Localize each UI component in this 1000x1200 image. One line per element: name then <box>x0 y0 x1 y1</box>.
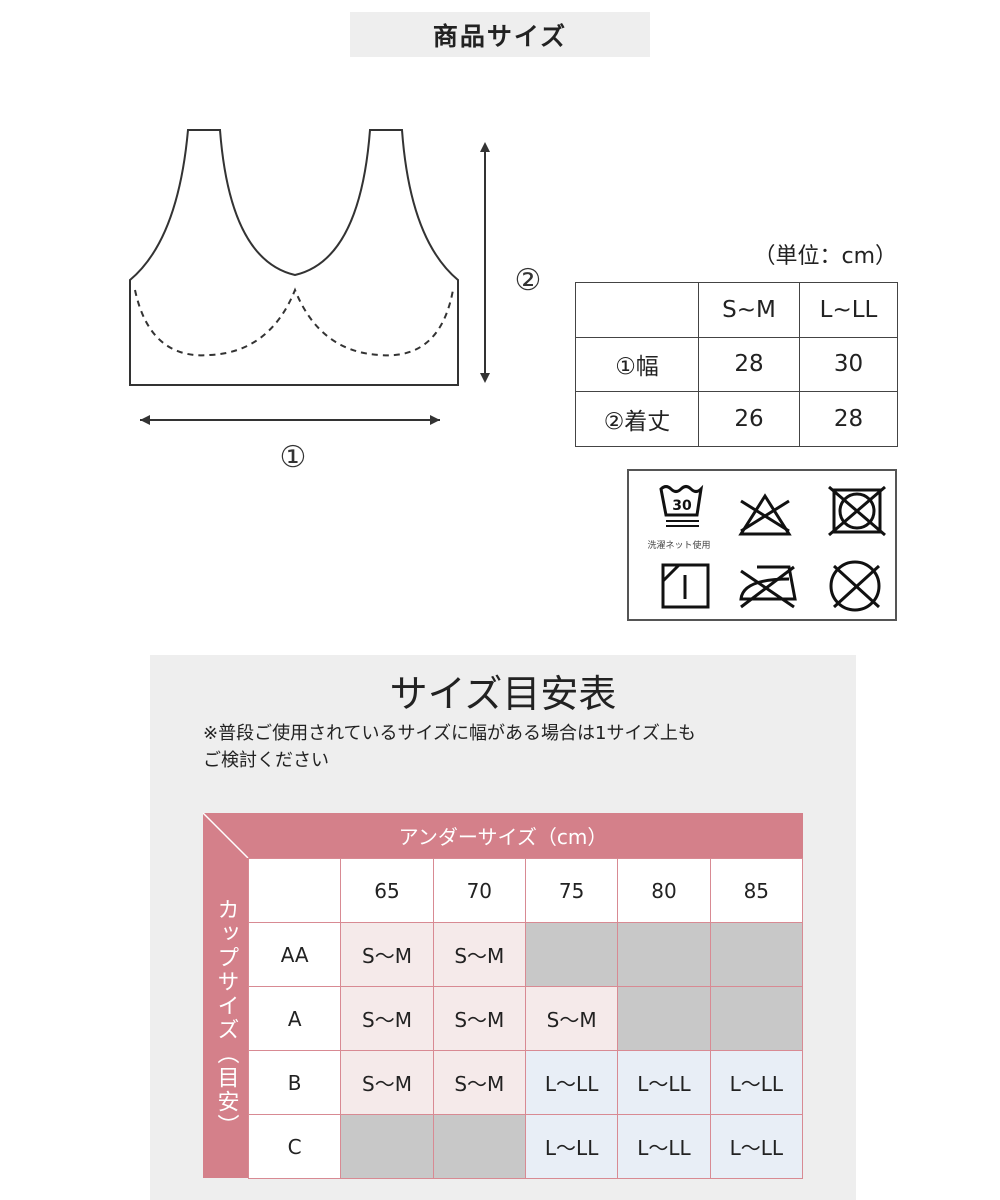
size-cell: L〜LL <box>617 1050 711 1115</box>
cup-size-row: C <box>247 1114 342 1179</box>
size-cell: L〜LL <box>709 1114 804 1179</box>
size-note: ※普段ご使用されているサイズに幅がある場合は1サイズ上も ご検討ください <box>203 720 696 774</box>
unavailable-cell <box>340 1114 434 1179</box>
cell: 26 <box>698 391 800 447</box>
cup-size-row: A <box>247 986 342 1051</box>
no-dry-clean-icon <box>829 560 881 612</box>
size-cell: S〜M <box>432 1050 526 1115</box>
note-line: ※普段ご使用されているサイズに幅がある場合は1サイズ上も <box>203 723 696 744</box>
unavailable-cell <box>524 922 619 987</box>
wash-30-net-icon: 30 洗濯ネット使用 <box>647 484 711 551</box>
size-cell: S〜M <box>524 986 619 1051</box>
size-cell: S〜M <box>432 986 526 1051</box>
unit-label: （単位：cm） <box>753 244 897 269</box>
care-labels: 30 洗濯ネット使用 <box>627 469 897 621</box>
line-dry-shade-icon <box>661 563 710 609</box>
row-label: ②着丈 <box>575 391 699 447</box>
size-cell: L〜LL <box>524 1050 619 1115</box>
page-title: 商品サイズ <box>350 12 650 57</box>
unavailable-cell <box>617 922 711 987</box>
size-cell: L〜LL <box>709 1050 804 1115</box>
cup-size-row: B <box>247 1050 342 1115</box>
size-cell: S〜M <box>340 986 434 1051</box>
note-line: ご検討ください <box>203 750 329 771</box>
cup-size-header: カップサイズ（目安） <box>203 858 248 1178</box>
header-cell: L~LL <box>799 282 898 338</box>
size-cell: S〜M <box>432 922 526 987</box>
cell: 28 <box>698 336 800 392</box>
garment-diagram: ① ② <box>129 129 542 475</box>
unavailable-cell <box>617 986 711 1051</box>
unavailable-cell <box>709 922 804 987</box>
under-size-column: 85 <box>709 858 804 923</box>
under-size-column: 80 <box>617 858 711 923</box>
under-size-column: 75 <box>524 858 619 923</box>
under-size-header: アンダーサイズ（cm） <box>203 813 803 858</box>
size-cell: S〜M <box>340 922 434 987</box>
row-label: ①幅 <box>575 336 699 392</box>
cell: 30 <box>799 336 898 392</box>
wash-note: 洗濯ネット使用 <box>647 539 710 551</box>
no-tumble-dry-icon <box>828 485 886 537</box>
header-cell <box>575 282 699 338</box>
size-cell: L〜LL <box>617 1114 711 1179</box>
width-marker: ① <box>280 440 307 475</box>
size-cell: S〜M <box>340 1050 434 1115</box>
svg-text:30: 30 <box>672 498 692 514</box>
length-marker: ② <box>515 263 542 298</box>
cell: 28 <box>799 391 898 447</box>
unavailable-cell <box>709 986 804 1051</box>
unavailable-cell <box>432 1114 526 1179</box>
no-bleach-icon <box>738 493 792 536</box>
header-cell: S~M <box>698 282 800 338</box>
size-guide-panel: サイズ目安表 ※普段ご使用されているサイズに幅がある場合は1サイズ上も ご検討く… <box>150 655 856 1200</box>
under-size-column: 70 <box>432 858 526 923</box>
no-iron-icon <box>739 565 797 609</box>
under-size-column: 65 <box>340 858 434 923</box>
corner-cell <box>247 858 342 923</box>
size-cell: L〜LL <box>524 1114 619 1179</box>
cup-size-row: AA <box>247 922 342 987</box>
corner-diagonal <box>203 813 249 859</box>
size-guide-title: サイズ目安表 <box>389 672 617 716</box>
